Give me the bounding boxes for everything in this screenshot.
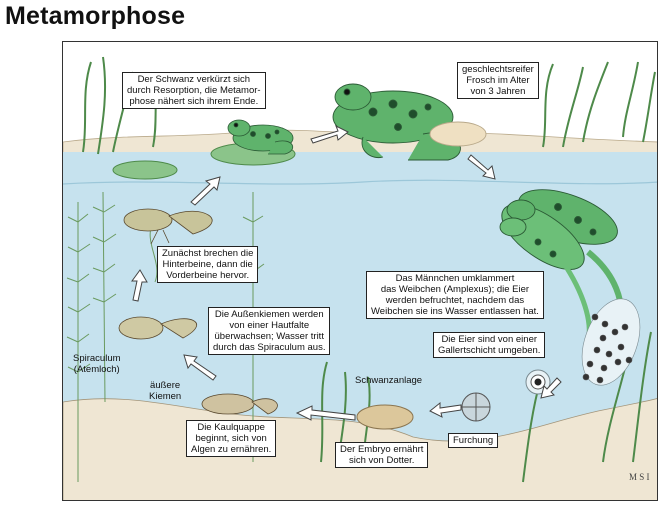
label-embryo-yolk: Der Embryo ernährt sich von Dotter.: [335, 442, 429, 468]
waterweed: [66, 191, 265, 482]
label-spiraculum: Spiraculum (Atemloch): [73, 353, 121, 375]
arrow: [310, 124, 349, 144]
arrow: [183, 354, 217, 381]
label-tail-bud: Schwanzanlage: [355, 375, 423, 386]
lily-pad: [112, 160, 178, 180]
label-cleavage: Furchung: [448, 433, 499, 448]
cleavage-cell: [461, 392, 491, 422]
tadpole-legs: [123, 208, 213, 245]
artist-signature: M S I: [629, 472, 650, 482]
arrow: [467, 154, 496, 180]
amplexus-frogs: [499, 189, 625, 343]
arrow: [295, 405, 356, 421]
cycle-arrows: [131, 124, 562, 421]
arrow: [540, 377, 562, 399]
adult-frog: [332, 83, 487, 161]
arrow: [429, 401, 462, 418]
label-adult-frog: geschlechtsreifer Frosch im Alter von 3 …: [457, 62, 539, 99]
label-eggs-jelly: Die Eier sind von einer Gallertschicht u…: [433, 332, 546, 358]
arrow: [131, 269, 148, 302]
tadpole-gills: [201, 393, 278, 415]
reeds: [82, 56, 656, 483]
label-tail-resorption: Der Schwanz verkürzt sich durch Resorpti…: [122, 72, 266, 109]
embryo: [356, 404, 414, 430]
illustration-canvas: [63, 42, 657, 500]
frog-spawn: [581, 298, 641, 386]
arrow: [190, 176, 221, 206]
label-hind-legs: Zunächst brechen die Hinterbeine, dann d…: [157, 246, 259, 283]
metamorphosis-illustration: Der Schwanz verkürzt sich durch Resorpti…: [62, 41, 658, 501]
label-tadpole-algae: Die Kaulquappe beginnt, sich von Algen z…: [186, 420, 277, 457]
young-frog: [227, 119, 294, 155]
page-title: Metamorphose: [5, 2, 186, 30]
label-external-gills: äußere Kiemen: [149, 380, 182, 402]
water-surface-line: [63, 179, 657, 185]
tadpole-spiraculum: [118, 316, 197, 340]
label-gills-covered: Die Außenkiemen werden von einer Hautfal…: [208, 307, 331, 355]
label-amplexus: Das Männchen umklammert das Weibchen (Am…: [366, 271, 544, 319]
